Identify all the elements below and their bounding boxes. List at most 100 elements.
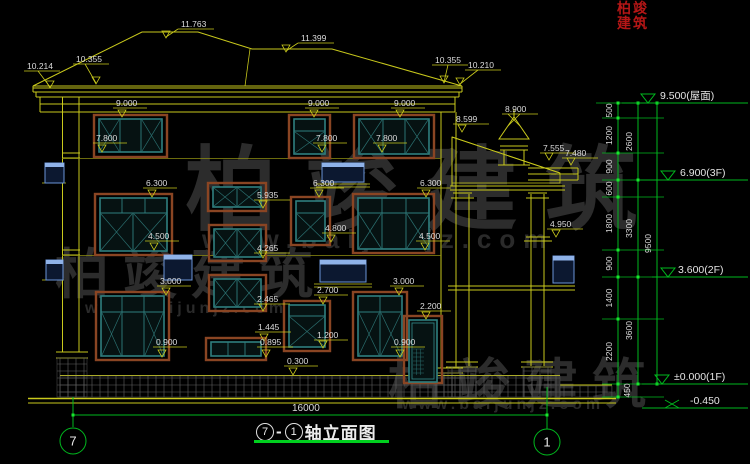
dim-5935: 5.935: [254, 190, 290, 209]
side-railing-lower: [45, 259, 64, 281]
svg-text:3.000: 3.000: [393, 276, 415, 286]
window-3f-left: [92, 113, 169, 159]
svg-text:8.599: 8.599: [456, 114, 478, 124]
svg-text:0.900: 0.900: [394, 337, 416, 347]
svg-text:8.900: 8.900: [505, 104, 527, 114]
window-3f-right: [352, 113, 436, 160]
level-flag-roof: 9.500(屋面): [622, 90, 748, 104]
plinth-base: [59, 375, 613, 398]
svg-text:0.300: 0.300: [287, 356, 309, 366]
dim-9000-a: 9.000: [113, 98, 147, 118]
svg-text:10.210: 10.210: [468, 60, 494, 70]
svg-text:1.445: 1.445: [258, 322, 280, 332]
title-underline: [254, 440, 389, 443]
dim-8599: 8.599: [453, 114, 489, 133]
svg-text:0.895: 0.895: [260, 337, 282, 347]
svg-text:6.900(3F): 6.900(3F): [680, 167, 726, 179]
ground-lines: [28, 397, 616, 404]
svg-text:3.600(2F): 3.600(2F): [678, 264, 724, 276]
window-2f-center: [289, 195, 332, 247]
side-railing-upper: [44, 162, 65, 184]
svg-text:1200: 1200: [604, 126, 614, 145]
axis-bubble-7: 7: [59, 427, 87, 455]
title-axis-start: 7: [256, 422, 274, 441]
svg-text:9.000: 9.000: [116, 98, 138, 108]
red-stamp-watermark: 柏竣建筑: [617, 0, 649, 31]
svg-text:7.800: 7.800: [376, 133, 398, 143]
svg-text:±0.000(1F): ±0.000(1F): [674, 371, 725, 383]
dim-7555: 7.555: [540, 143, 576, 161]
cornice-band: [32, 86, 463, 113]
dim-6300-c: 6.300: [417, 178, 451, 198]
svg-text:3600: 3600: [624, 321, 634, 340]
svg-text:16000: 16000: [292, 403, 320, 414]
svg-text:1: 1: [543, 435, 550, 450]
dim-1445: 1.445: [255, 322, 291, 342]
dim-10214-left: 10.214: [24, 61, 60, 89]
level-flag-minus450: -0.450: [642, 395, 748, 409]
svg-text:7.800: 7.800: [316, 133, 338, 143]
balcony-railing-2f-left: [163, 254, 193, 281]
stair-window-lower: [207, 273, 268, 313]
svg-text:2.200: 2.200: [420, 301, 442, 311]
dim-0300: 0.300: [284, 356, 318, 376]
window-2f-right: [351, 192, 436, 255]
dim-0900-a: 0.900: [153, 337, 187, 358]
dim-2465: 2.465: [254, 294, 290, 312]
dim-4500-a: 4.500: [145, 231, 179, 251]
dim-10355-right: 10.355: [432, 55, 468, 84]
svg-text:10.355: 10.355: [76, 54, 102, 64]
svg-text:4.265: 4.265: [257, 243, 279, 253]
svg-text:2200: 2200: [604, 342, 614, 361]
svg-text:1.200: 1.200: [317, 330, 339, 340]
dim-4800: 4.800: [322, 223, 356, 243]
dim-10210-right: 10.210: [455, 60, 501, 86]
svg-text:450: 450: [622, 383, 632, 397]
svg-text:0.900: 0.900: [156, 337, 178, 347]
svg-text:2600: 2600: [624, 132, 634, 151]
window-1f-center: [282, 299, 332, 353]
stair-window-mid: [207, 223, 268, 263]
svg-text:4.500: 4.500: [148, 231, 170, 241]
level-flag-2f: 3.600(2F): [652, 264, 748, 278]
dim-6300-b: 6.300: [310, 178, 344, 198]
basement-strip-window: [204, 336, 268, 362]
title-axis-end: 1: [284, 422, 303, 441]
svg-text:2.465: 2.465: [257, 294, 279, 304]
svg-text:9.000: 9.000: [308, 98, 330, 108]
level-flag-3f: 6.900(3F): [640, 167, 748, 181]
title-separator: -: [276, 421, 283, 441]
svg-text:9.500(屋面): 9.500(屋面): [660, 90, 714, 102]
left-pilaster: [56, 97, 88, 398]
dim-chain-values: 500 1200 900 600 1800 900 1400 2200 450 …: [604, 103, 653, 397]
dim-11763: 11.763: [161, 19, 214, 39]
svg-text:9.000: 9.000: [394, 98, 416, 108]
svg-text:1400: 1400: [604, 288, 614, 307]
svg-text:3300: 3300: [624, 219, 634, 238]
dim-0895: 0.895: [257, 337, 293, 358]
entry-door: [402, 314, 444, 385]
dim-4265: 4.265: [254, 243, 290, 259]
svg-text:-0.450: -0.450: [690, 395, 720, 407]
svg-text:6.300: 6.300: [420, 178, 442, 188]
dim-8900: 8.900: [502, 104, 538, 127]
porch-tower: [498, 109, 530, 166]
svg-text:7: 7: [69, 434, 76, 449]
svg-text:900: 900: [604, 159, 614, 173]
window-1f-left: [94, 290, 171, 362]
dim-9000-c: 9.000: [391, 98, 425, 118]
balcony-railing-3f-center: [321, 162, 365, 183]
svg-text:7.555: 7.555: [543, 143, 565, 153]
level-flag-1f: ±0.000(1F): [642, 371, 748, 385]
dim-7800-b: 7.800: [313, 133, 347, 153]
svg-text:5.935: 5.935: [257, 190, 279, 200]
svg-text:900: 900: [604, 256, 614, 270]
balcony-railing-2f-center: [319, 259, 367, 283]
dim-2700: 2.700: [314, 285, 348, 305]
dim-4950: 4.950: [547, 219, 583, 238]
svg-text:7.480: 7.480: [565, 148, 587, 158]
svg-text:600: 600: [604, 181, 614, 195]
svg-text:6.300: 6.300: [146, 178, 168, 188]
